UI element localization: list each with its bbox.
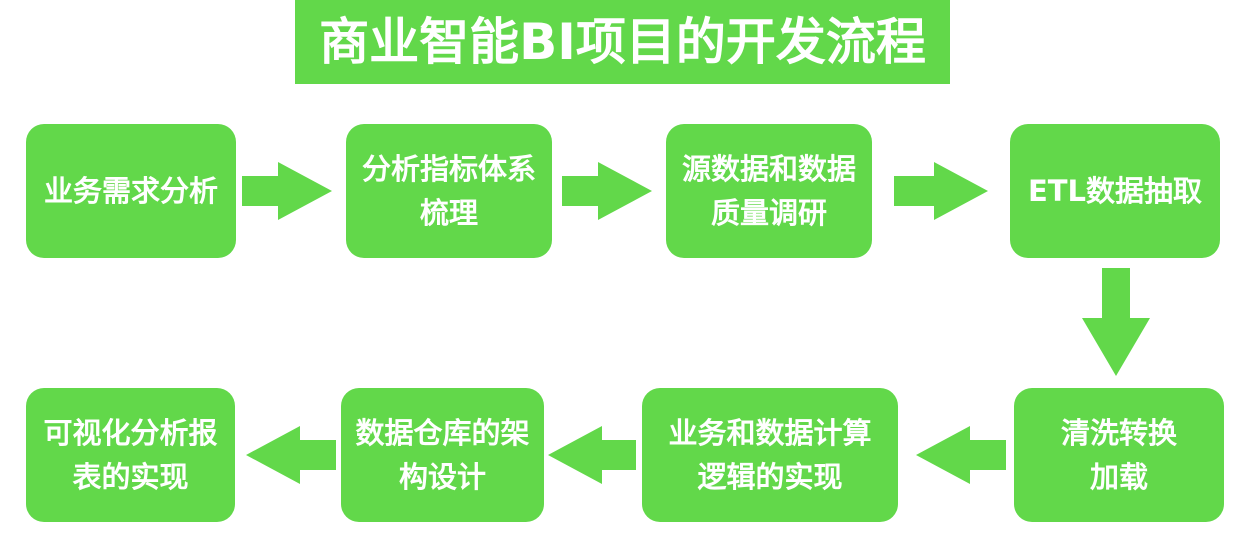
arrow-right-icon	[894, 162, 988, 220]
arrow-left-icon	[916, 426, 1006, 484]
step-business-requirements: 业务需求分析	[26, 124, 236, 258]
arrow-left-icon	[246, 426, 336, 484]
step-data-warehouse-design: 数据仓库的架 构设计	[341, 388, 544, 522]
step-visual-report: 可视化分析报 表的实现	[26, 388, 235, 522]
step-etl-extract: ETL数据抽取	[1010, 124, 1220, 258]
arrow-down-icon	[1082, 268, 1150, 376]
arrow-right-icon	[562, 162, 652, 220]
step-metric-system: 分析指标体系 梳理	[346, 124, 552, 258]
step-source-data-research: 源数据和数据 质量调研	[666, 124, 872, 258]
arrow-right-icon	[242, 162, 332, 220]
step-business-logic: 业务和数据计算 逻辑的实现	[642, 388, 898, 522]
diagram-title: 商业智能BI项目的开发流程	[295, 0, 950, 84]
arrow-left-icon	[548, 426, 636, 484]
step-clean-transform-load: 清洗转换 加载	[1014, 388, 1224, 522]
